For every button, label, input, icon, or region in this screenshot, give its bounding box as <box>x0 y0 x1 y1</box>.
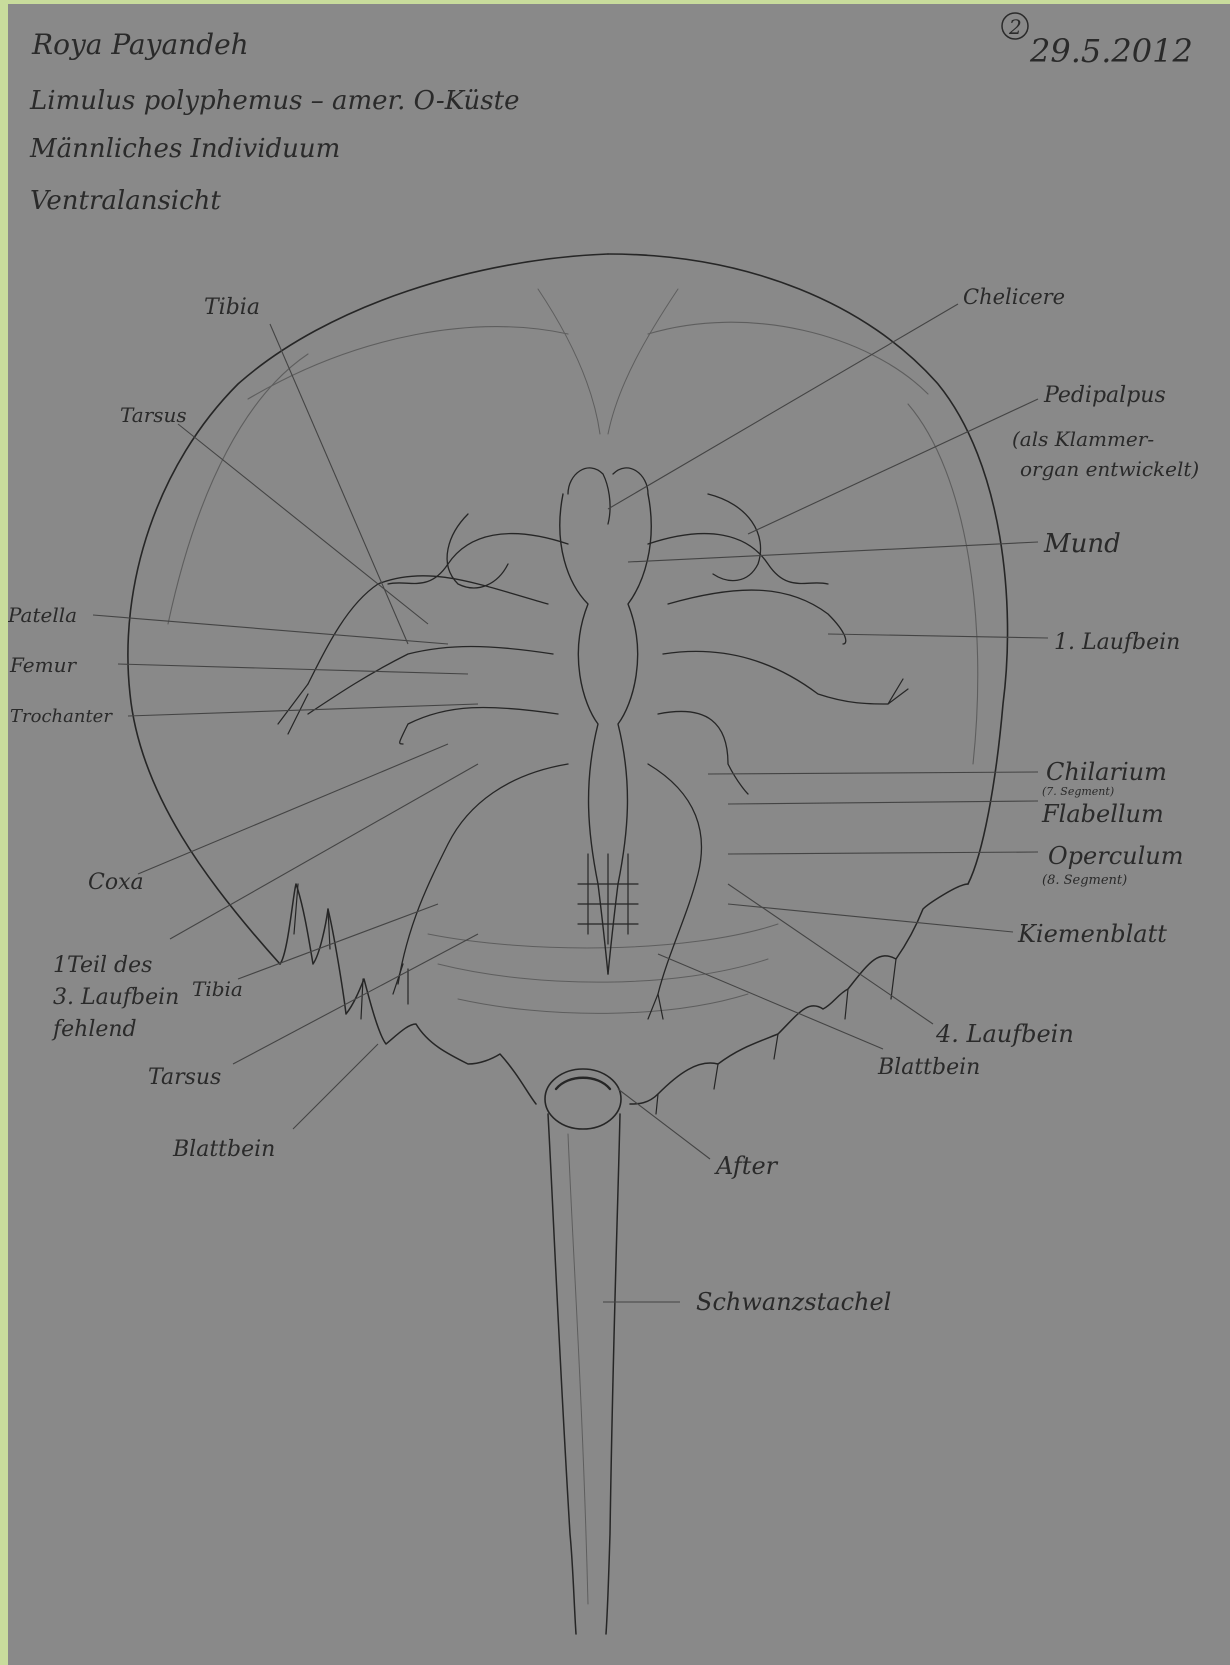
species-name: Limulus polyphemus – amer. O-Küste <box>29 86 519 116</box>
label-schwanzstachel: Schwanzstachel <box>696 1288 891 1316</box>
label-tibia-top: Tibia <box>204 295 260 320</box>
label-flabellum: Flabellum <box>1041 800 1164 828</box>
label-coxa: Coxa <box>88 870 144 895</box>
label-chelicere: Chelicere <box>963 285 1065 309</box>
prosoma-outline <box>128 254 1008 964</box>
date: 29.5.2012 <box>1029 32 1193 70</box>
label-trochanter: Trochanter <box>10 706 113 727</box>
header: Roya Payandeh Limulus polyphemus – amer.… <box>29 13 1193 216</box>
legs-right <box>648 494 908 1019</box>
legs-left <box>278 514 568 1004</box>
individual-label: Männliches Individuum <box>29 134 340 164</box>
label-pedipalpus: Pedipalpus <box>1043 383 1166 408</box>
label-tarsus-bottom: Tarsus <box>148 1065 221 1090</box>
label-kiemenblatt: Kiemenblatt <box>1017 920 1167 948</box>
drawing-sheet: Roya Payandeh Limulus polyphemus – amer.… <box>8 4 1230 1665</box>
label-missing-leg-1: 1Teil des <box>53 953 152 978</box>
label-missing-leg-2: 3. Laufbein <box>53 985 179 1010</box>
label-tibia-bottom: Tibia <box>192 977 243 1001</box>
page-number: 2 <box>1008 15 1022 39</box>
opisthosoma-outline <box>280 884 968 1114</box>
label-pedipalpus-note-2: organ entwickelt) <box>1020 457 1199 481</box>
label-blattbein-left: Blattbein <box>172 1137 275 1162</box>
view-label: Ventralansicht <box>30 186 221 216</box>
label-blattbein-right: Blattbein <box>877 1055 980 1080</box>
label-after: After <box>714 1152 779 1180</box>
label-operculum: Operculum <box>1048 842 1184 870</box>
horseshoe-crab-sketch: Roya Payandeh Limulus polyphemus – amer.… <box>8 4 1230 1665</box>
label-operculum-note: (8. Segment) <box>1042 873 1127 888</box>
author-name: Roya Payandeh <box>31 28 249 61</box>
telson <box>545 1069 621 1634</box>
label-missing-leg-3: fehlend <box>51 1017 137 1042</box>
label-patella: Patella <box>8 603 77 627</box>
label-4-laufbein: 4. Laufbein <box>935 1020 1074 1048</box>
central-body <box>560 468 651 974</box>
label-mund: Mund <box>1043 529 1121 559</box>
label-chilarium: Chilarium <box>1046 758 1167 786</box>
label-pedipalpus-note-1: (als Klammer- <box>1012 427 1154 451</box>
label-tarsus-top: Tarsus <box>120 403 187 427</box>
anatomy-labels: Tibia Tarsus Patella Femur Trochanter Co… <box>8 285 1199 1316</box>
label-chilarium-note: (7. Segment) <box>1042 785 1114 798</box>
label-femur: Femur <box>9 653 77 677</box>
label-1-laufbein: 1. Laufbein <box>1054 630 1180 655</box>
